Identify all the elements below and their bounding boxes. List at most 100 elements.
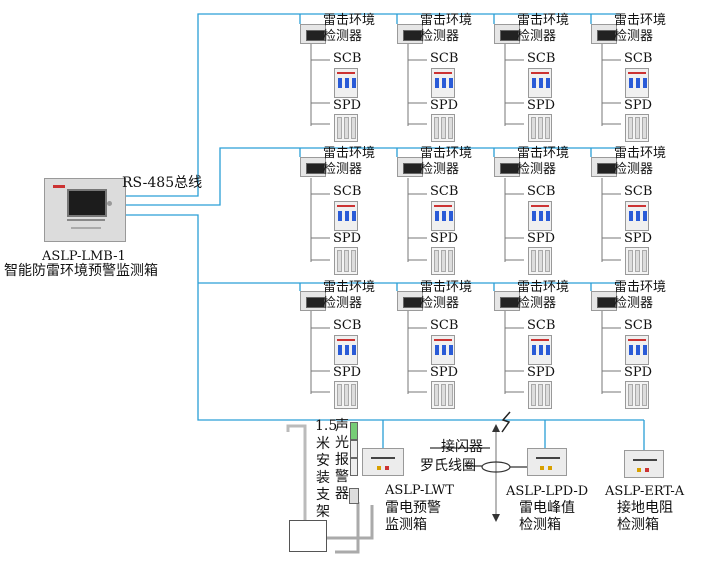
main-monitor-box <box>44 178 126 242</box>
lwt-line1: 雷电预警 <box>385 500 441 516</box>
lpd-device <box>527 448 567 476</box>
scb-breaker <box>625 201 649 231</box>
lwt-device <box>362 448 404 476</box>
spd-label: SPD <box>333 231 362 246</box>
scb-label: SCB <box>333 318 362 333</box>
alarm-light-white-2 <box>350 458 358 476</box>
bracket-char-5: 架 <box>316 504 330 520</box>
spd-protector <box>528 247 552 275</box>
alarm-base <box>349 488 359 504</box>
lpd-line1: 雷电峰值 <box>519 500 575 516</box>
ert-model: ASLP-ERT-A <box>605 484 685 499</box>
main-screen <box>67 189 107 217</box>
spd-protector <box>528 114 552 142</box>
detector-drop-lines <box>310 44 621 394</box>
lwt-line2: 监测箱 <box>385 517 427 533</box>
bracket-height-label: 1.5 <box>315 418 338 434</box>
ert-line2: 检测箱 <box>617 517 659 533</box>
detector-label-line2: 检测器 <box>517 29 557 44</box>
detector-label-line2: 检测器 <box>614 162 654 177</box>
scb-breaker <box>528 335 552 365</box>
spd-label: SPD <box>624 231 653 246</box>
scb-label: SCB <box>624 51 653 66</box>
model-plate <box>67 219 105 221</box>
alarm-light-green <box>350 422 358 440</box>
spd-protector <box>528 381 552 409</box>
led-indicator <box>107 201 112 206</box>
spd-protector <box>431 381 455 409</box>
detector-label-line1: 雷击环境 <box>517 13 570 28</box>
spd-label: SPD <box>527 98 556 113</box>
detector-device <box>397 24 423 44</box>
lpd-model: ASLP-LPD-D <box>506 484 589 499</box>
alarm-char-5: 器 <box>335 486 349 502</box>
main-unit-name: 智能防雷环境预警监测箱 <box>4 263 158 279</box>
detector-device <box>300 157 326 177</box>
coil-label: 罗氏线圈 <box>420 458 476 474</box>
detector-device <box>591 24 617 44</box>
detector-label-line1: 雷击环境 <box>517 146 570 161</box>
arrow-up-icon <box>492 424 500 432</box>
spd-label: SPD <box>430 365 459 380</box>
alarm-char-2: 光 <box>335 435 349 451</box>
detector-label-line2: 检测器 <box>517 162 557 177</box>
detector-label-line1: 雷击环境 <box>614 146 667 161</box>
detector-device <box>397 291 423 311</box>
detector-device <box>397 157 423 177</box>
scb-label: SCB <box>624 184 653 199</box>
scb-breaker <box>334 68 358 98</box>
alarm-char-4: 警 <box>335 469 349 485</box>
detector-label-line1: 雷击环境 <box>323 146 376 161</box>
scb-label: SCB <box>624 318 653 333</box>
main-unit-model: ASLP-LMB-1 <box>42 249 126 264</box>
detector-device <box>494 157 520 177</box>
spd-protector <box>334 381 358 409</box>
spd-protector <box>334 114 358 142</box>
detector-label-line2: 检测器 <box>323 162 363 177</box>
scb-label: SCB <box>333 51 362 66</box>
arrow-down-icon <box>492 514 500 522</box>
detector-label-line1: 雷击环境 <box>614 13 667 28</box>
detector-device <box>300 24 326 44</box>
flash-label: 接闪器 <box>441 439 483 455</box>
detector-device <box>300 291 326 311</box>
brand-stripe <box>53 185 65 188</box>
spd-protector <box>625 247 649 275</box>
lpd-line2: 检测箱 <box>519 517 561 533</box>
spd-label: SPD <box>624 98 653 113</box>
scb-breaker <box>431 68 455 98</box>
brand-plate <box>71 227 101 229</box>
scb-breaker <box>334 201 358 231</box>
scb-breaker <box>334 335 358 365</box>
spd-label: SPD <box>624 365 653 380</box>
scb-label: SCB <box>527 318 556 333</box>
detector-label-line2: 检测器 <box>614 29 654 44</box>
scb-label: SCB <box>430 184 459 199</box>
detector-label-line1: 雷击环境 <box>323 13 376 28</box>
detector-label-line1: 雷击环境 <box>614 280 667 295</box>
bus-lines <box>126 13 645 450</box>
bracket-char-4: 支 <box>316 487 330 503</box>
scb-label: SCB <box>430 318 459 333</box>
detector-label-line1: 雷击环境 <box>517 280 570 295</box>
bracket-char-2: 安 <box>316 453 330 469</box>
spd-protector <box>431 114 455 142</box>
spd-protector <box>431 247 455 275</box>
bracket-char-1: 米 <box>316 436 330 452</box>
spd-protector <box>625 114 649 142</box>
detector-label-line1: 雷击环境 <box>323 280 376 295</box>
spd-label: SPD <box>333 365 362 380</box>
detector-label-line1: 雷击环境 <box>420 280 473 295</box>
scb-breaker <box>528 68 552 98</box>
detector-label-line2: 检测器 <box>323 29 363 44</box>
detector-label-line2: 检测器 <box>323 296 363 311</box>
alarm-light-white <box>350 440 358 458</box>
bus-label: RS-485总线 <box>122 175 203 191</box>
detector-device <box>494 291 520 311</box>
scb-label: SCB <box>430 51 459 66</box>
spd-label: SPD <box>430 231 459 246</box>
detector-label-line2: 检测器 <box>420 162 460 177</box>
scb-breaker <box>431 335 455 365</box>
scb-label: SCB <box>333 184 362 199</box>
